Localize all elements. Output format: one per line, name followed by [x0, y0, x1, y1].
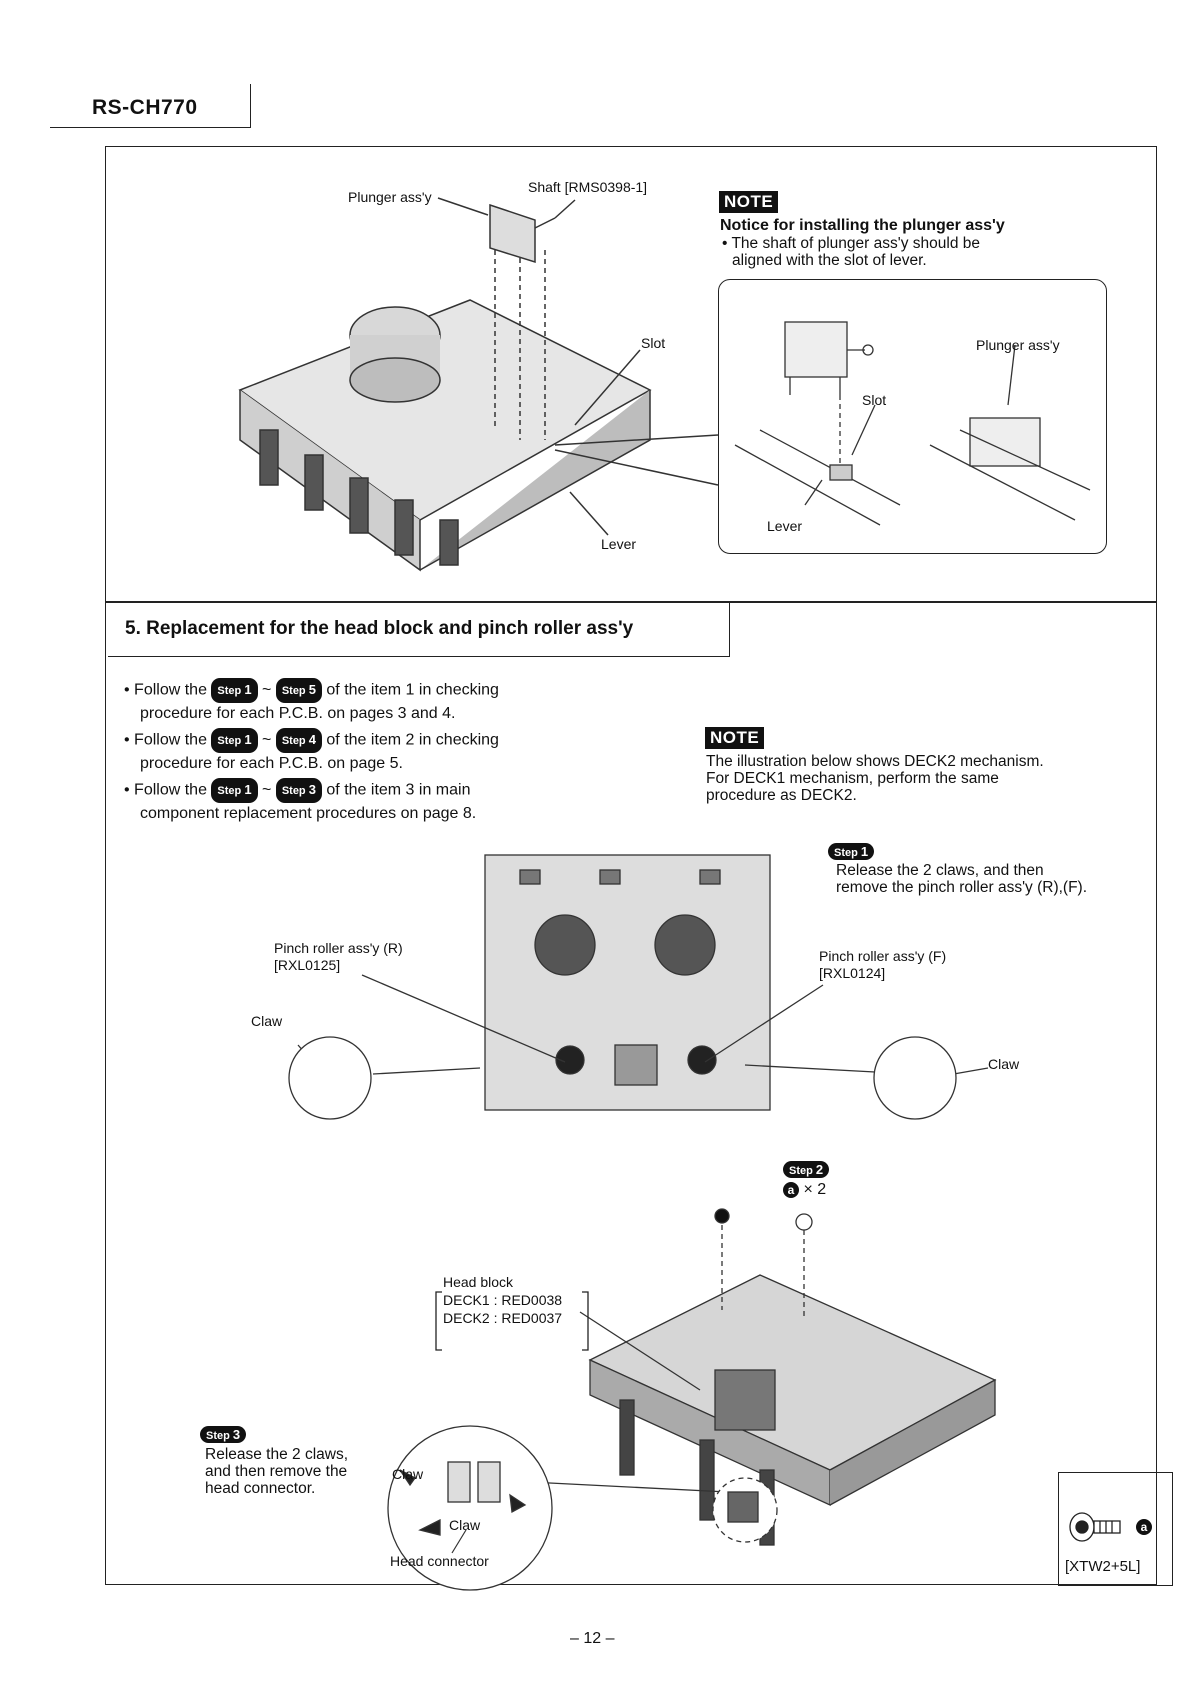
- note-text: aligned with the slot of lever.: [732, 252, 927, 269]
- step-badge: Step 5: [275, 678, 322, 703]
- pinch-r-label: Pinch roller ass'y (R): [274, 940, 403, 956]
- model-number: RS-CH770: [92, 96, 198, 119]
- tilde: ~: [262, 781, 272, 799]
- inset-plunger-label: Plunger ass'y: [976, 337, 1060, 353]
- step1-text: remove the pinch roller ass'y (R),(F).: [836, 879, 1088, 896]
- claw-detail-left: [288, 1036, 372, 1120]
- note-heading: Notice for installing the plunger ass'y: [720, 217, 1005, 234]
- step-badge: Step 1: [211, 778, 258, 803]
- part-number: [XTW2+5L]: [1065, 1558, 1141, 1575]
- step3-badge: Step 3: [200, 1426, 247, 1443]
- section-title: 5. Replacement for the head block and pi…: [125, 618, 634, 639]
- step3-text: and then remove the: [205, 1463, 348, 1480]
- pinch-r-part: [RXL0125]: [274, 957, 341, 973]
- bullet-item-3: • Follow the Step 1 ~ Step 3 of the item…: [124, 778, 476, 824]
- page-number: – 12 –: [570, 1630, 615, 1647]
- claw-left-label: Claw: [251, 1013, 283, 1029]
- screw-icon: [1069, 1512, 1121, 1542]
- head-block-title: Head block: [443, 1274, 514, 1290]
- note-text: • The shaft of plunger ass'y should be: [722, 235, 980, 252]
- inset-illustration: [734, 321, 1091, 526]
- part-box: [1058, 1472, 1173, 1586]
- bullet-item-1: • Follow the Step 1 ~ Step 5 of the item…: [124, 678, 499, 724]
- step1-badge: Step 1: [828, 843, 875, 860]
- header-tick: [250, 84, 251, 128]
- head-block-illustration: [529, 1208, 997, 1546]
- note-badge: NOTE: [719, 191, 779, 213]
- note2-text: The illustration below shows DECK2 mecha…: [706, 753, 1044, 770]
- claw-b-label: Claw: [449, 1517, 481, 1533]
- head-block-deck2: DECK2 : RED0037: [443, 1310, 563, 1326]
- step3-text: head connector.: [205, 1480, 316, 1497]
- deck-mechanism-illustration: [297, 854, 989, 1111]
- screw-count-text: × 2: [803, 1181, 827, 1198]
- content-frame: [105, 146, 1157, 1585]
- slot-label: Slot: [641, 335, 666, 351]
- head-block-deck1: DECK1 : RED0038: [443, 1292, 563, 1308]
- pinch-f-part: [RXL0124]: [819, 965, 886, 981]
- tilde: ~: [262, 731, 272, 749]
- part-mark-icon: a: [1136, 1519, 1152, 1535]
- inset-lever-label: Lever: [767, 518, 803, 534]
- step3-text: Release the 2 claws,: [205, 1446, 349, 1463]
- bullet-text: procedure for each P.C.B. on pages 3 and…: [140, 705, 456, 722]
- screw-count: a × 2: [783, 1181, 826, 1199]
- connector-drawing: [399, 1461, 527, 1536]
- note2-text: For DECK1 mechanism, perform the same: [706, 770, 999, 787]
- bullet-text: component replacement procedures on page…: [140, 805, 477, 822]
- bullet-text: procedure for each P.C.B. on page 5.: [140, 755, 403, 772]
- bullet-item-2: • Follow the Step 1 ~ Step 4 of the item…: [124, 728, 499, 774]
- bullet-text: of the item 1 in checking: [326, 681, 499, 699]
- note-badge-2: NOTE: [705, 727, 765, 749]
- header-rule: [50, 127, 250, 128]
- step-badge: Step 4: [275, 728, 322, 753]
- step2-badge: Step 2: [783, 1161, 830, 1178]
- shaft-label: Shaft [RMS0398-1]: [528, 179, 648, 195]
- note2-text: procedure as DECK2.: [706, 787, 857, 804]
- step-badge: Step 1: [211, 678, 258, 703]
- plunger-inset-box: [718, 279, 1107, 554]
- plunger-mechanism-illustration: [238, 197, 719, 572]
- lever-label: Lever: [601, 536, 637, 552]
- claw-a-label: Claw: [392, 1466, 424, 1482]
- bullet-text: • Follow the: [124, 781, 207, 799]
- screw-mark-icon: a: [783, 1182, 799, 1198]
- head-connector-detail: [387, 1425, 553, 1591]
- claw-detail-right: [873, 1036, 957, 1120]
- pinch-f-label: Pinch roller ass'y (F): [819, 948, 947, 964]
- step1-text: Release the 2 claws, and then: [836, 862, 1044, 879]
- inset-slot-label: Slot: [862, 392, 887, 408]
- bullet-text: • Follow the: [124, 731, 207, 749]
- step-badge: Step 1: [211, 728, 258, 753]
- step-badge: Step 3: [275, 778, 322, 803]
- claw-right-label: Claw: [988, 1056, 1020, 1072]
- tilde: ~: [262, 681, 272, 699]
- head-connector-label: Head connector: [390, 1553, 489, 1569]
- plunger-label: Plunger ass'y: [348, 189, 432, 205]
- section-title-box: [108, 603, 730, 657]
- section-divider: [105, 601, 1157, 603]
- bullet-text: • Follow the: [124, 681, 207, 699]
- bullet-text: of the item 3 in main: [326, 781, 471, 799]
- bullet-text: of the item 2 in checking: [326, 731, 499, 749]
